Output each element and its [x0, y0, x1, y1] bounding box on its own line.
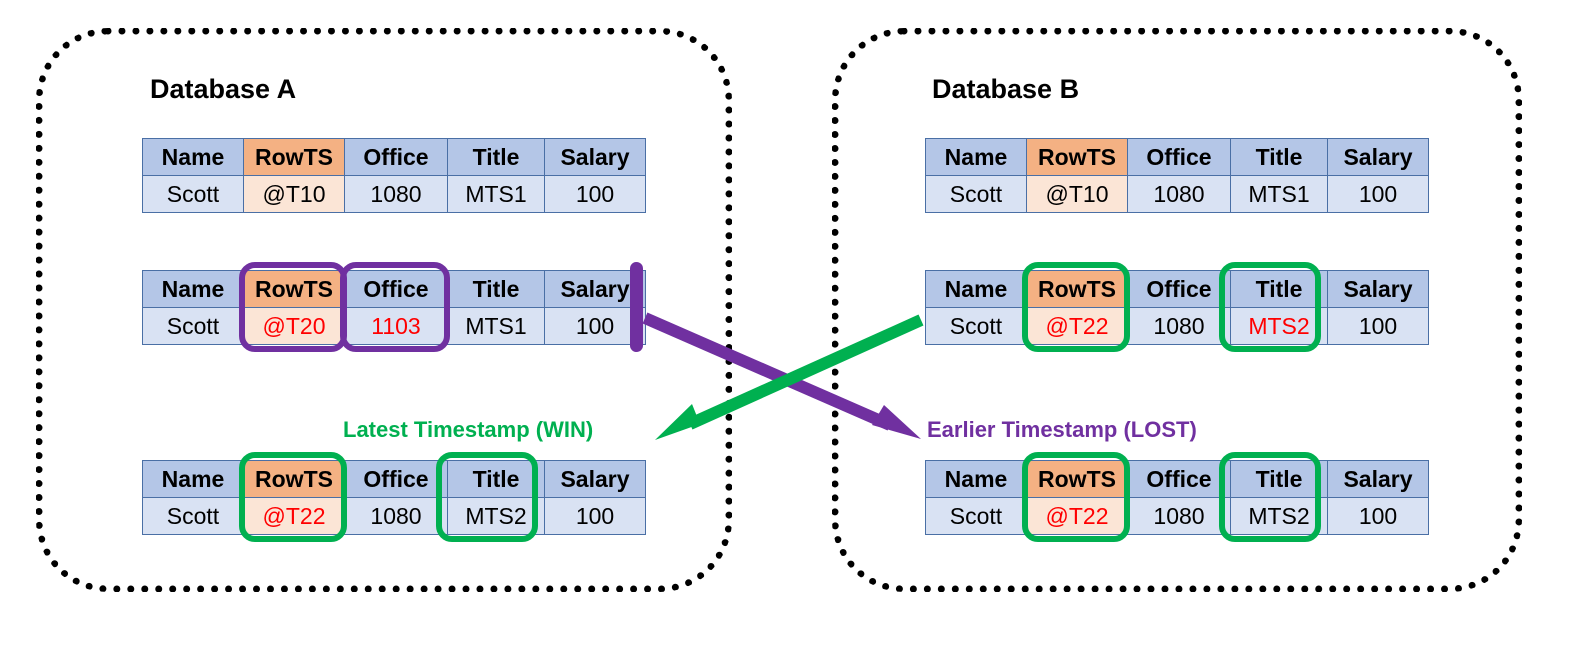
header-office: Office — [1127, 270, 1231, 308]
value-salary: 100 — [1327, 307, 1429, 345]
header-name: Name — [142, 460, 244, 498]
value-title: MTS2 — [1230, 497, 1328, 535]
header-title: Title — [447, 270, 545, 308]
value-rowts: @T22 — [1026, 307, 1128, 345]
value-office: 1080 — [1127, 307, 1231, 345]
header-office: Office — [344, 270, 448, 308]
database-b-update-table: Name RowTS Office Title Salary Scott @T2… — [925, 270, 1429, 345]
database-a-initial-table: Name RowTS Office Title Salary Scott @T1… — [142, 138, 646, 213]
value-name: Scott — [142, 175, 244, 213]
value-name: Scott — [925, 175, 1027, 213]
value-name: Scott — [142, 307, 244, 345]
header-rowts: RowTS — [1026, 460, 1128, 498]
value-office: 1080 — [1127, 175, 1231, 213]
header-name: Name — [142, 270, 244, 308]
database-a-title: Database A — [150, 74, 297, 104]
value-rowts: @T22 — [243, 497, 345, 535]
header-name: Name — [925, 270, 1027, 308]
table-header-row: Name RowTS Office Title Salary — [925, 138, 1429, 176]
header-office: Office — [1127, 138, 1231, 176]
value-rowts: @T20 — [243, 307, 345, 345]
header-rowts: RowTS — [243, 138, 345, 176]
header-name: Name — [925, 460, 1027, 498]
value-salary: 100 — [1327, 175, 1429, 213]
header-office: Office — [1127, 460, 1231, 498]
header-salary: Salary — [1327, 138, 1429, 176]
header-rowts: RowTS — [1026, 138, 1128, 176]
database-a-update-table: Name RowTS Office Title Salary Scott @T2… — [142, 270, 646, 345]
header-salary: Salary — [1327, 460, 1429, 498]
header-name: Name — [925, 138, 1027, 176]
value-salary: 100 — [1327, 497, 1429, 535]
value-name: Scott — [925, 497, 1027, 535]
value-title: MTS2 — [1230, 307, 1328, 345]
value-office: 1080 — [344, 497, 448, 535]
header-salary: Salary — [544, 138, 646, 176]
header-office: Office — [344, 460, 448, 498]
table-header-row: Name RowTS Office Title Salary — [925, 460, 1429, 498]
value-rowts: @T10 — [243, 175, 345, 213]
header-rowts: RowTS — [243, 460, 345, 498]
table-value-row: Scott @T22 1080 MTS2 100 — [142, 497, 646, 535]
database-b-container — [832, 28, 1522, 592]
header-title: Title — [1230, 138, 1328, 176]
value-salary: 100 — [544, 175, 646, 213]
database-a-final-table: Name RowTS Office Title Salary Scott @T2… — [142, 460, 646, 535]
header-rowts: RowTS — [1026, 270, 1128, 308]
value-office: 1080 — [1127, 497, 1231, 535]
value-title: MTS1 — [447, 175, 545, 213]
header-salary: Salary — [1327, 270, 1429, 308]
latest-timestamp-win-label: Latest Timestamp (WIN) — [343, 417, 594, 442]
database-b-final-table: Name RowTS Office Title Salary Scott @T2… — [925, 460, 1429, 535]
value-rowts: @T22 — [1026, 497, 1128, 535]
header-title: Title — [447, 138, 545, 176]
header-salary: Salary — [544, 460, 646, 498]
header-salary: Salary — [544, 270, 646, 308]
value-title: MTS1 — [447, 307, 545, 345]
table-value-row: Scott @T22 1080 MTS2 100 — [925, 497, 1429, 535]
table-header-row: Name RowTS Office Title Salary — [925, 270, 1429, 308]
value-salary: 100 — [544, 307, 646, 345]
header-rowts: RowTS — [243, 270, 345, 308]
table-value-row: Scott @T10 1080 MTS1 100 — [142, 175, 646, 213]
value-name: Scott — [142, 497, 244, 535]
table-value-row: Scott @T20 1103 MTS1 100 — [142, 307, 646, 345]
header-title: Title — [1230, 460, 1328, 498]
earlier-timestamp-lost-label: Earlier Timestamp (LOST) — [927, 417, 1197, 442]
table-header-row: Name RowTS Office Title Salary — [142, 138, 646, 176]
table-header-row: Name RowTS Office Title Salary — [142, 270, 646, 308]
header-name: Name — [142, 138, 244, 176]
header-title: Title — [447, 460, 545, 498]
table-value-row: Scott @T10 1080 MTS1 100 — [925, 175, 1429, 213]
header-title: Title — [1230, 270, 1328, 308]
value-name: Scott — [925, 307, 1027, 345]
value-rowts: @T10 — [1026, 175, 1128, 213]
value-office: 1080 — [344, 175, 448, 213]
value-title: MTS1 — [1230, 175, 1328, 213]
header-office: Office — [344, 138, 448, 176]
table-value-row: Scott @T22 1080 MTS2 100 — [925, 307, 1429, 345]
value-salary: 100 — [544, 497, 646, 535]
value-office: 1103 — [344, 307, 448, 345]
database-b-title: Database B — [932, 74, 1080, 104]
database-a-container — [36, 28, 732, 592]
value-title: MTS2 — [447, 497, 545, 535]
database-b-initial-table: Name RowTS Office Title Salary Scott @T1… — [925, 138, 1429, 213]
table-header-row: Name RowTS Office Title Salary — [142, 460, 646, 498]
